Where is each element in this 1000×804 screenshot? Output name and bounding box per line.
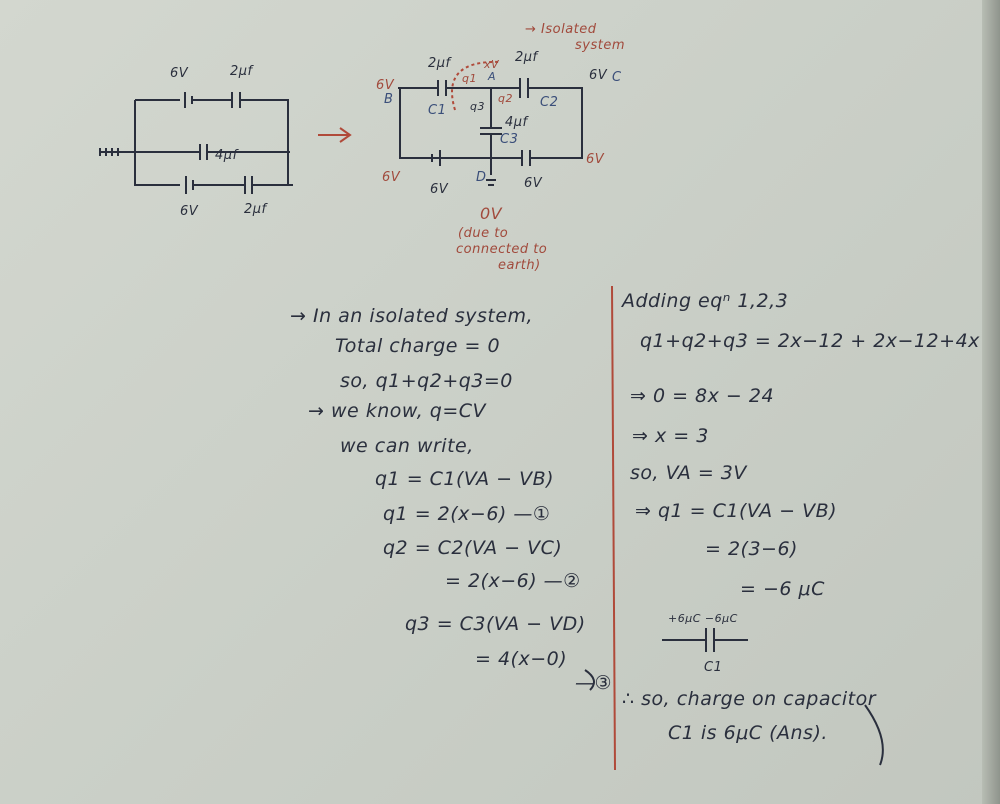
cap-label: 2μf [428,56,451,71]
solution-line: Total charge = 0 [335,335,501,357]
isolated-note: → Isolated [525,22,597,37]
node-voltage: 6V [589,68,608,83]
cap-name: C1 [428,103,447,118]
label: 6V [170,66,189,81]
solution-line: ⇒ 0 = 8x − 24 [630,385,775,407]
solution-line: = 2(3−6) [705,538,798,560]
cap-label: 2μf [515,50,538,65]
solution-line: ⇒ q1 = C1(VA − VB) [635,500,838,522]
solution-line: ⇒ x = 3 [632,425,709,447]
solution-line: → we know, q=CV [308,400,487,422]
node-label: B [384,92,394,107]
battery-label: 6V [430,182,449,197]
solution-line: so, VA = 3V [630,462,747,484]
label: 2μf [244,202,267,217]
solution-line: = 2(x−6) —② [445,570,581,592]
charge: q2 [498,92,513,105]
solution-line: Adding eqⁿ 1,2,3 [622,290,789,312]
solution-line: q3 = C3(VA − VD) [405,613,586,635]
charge: q1 [462,72,477,85]
node-voltage: 6V [376,78,395,93]
column-divider [611,285,616,771]
node-label: C [612,70,622,85]
label: 6V [180,204,199,219]
solution-line: we can write, [340,435,474,457]
solution-line: ∴ so, charge on capacitor [622,688,877,710]
node-voltage: xV [484,58,500,71]
cap-name: C3 [500,132,519,147]
solution-line: +6μC −6μC [668,612,738,625]
isolated-note: system [575,38,625,53]
ground-voltage: 0V [480,204,503,223]
label: 4μf [215,148,238,163]
solution-line: → In an isolated system, [290,305,534,327]
ground-note: connected to [456,242,548,257]
cap-label: 4μf [505,115,528,130]
solution-line: q1 = 2(x−6) —① [383,503,551,525]
solution-line: q1 = C1(VA − VB) [375,468,555,490]
page-edge [982,0,1000,804]
ground-note: (due to [458,226,509,241]
solution-line: = 4(x−0) [475,648,568,670]
capacitor-sketch [662,628,748,652]
node-label: D [476,170,487,185]
solution-line: C1 is 6μC (Ans). [668,722,828,744]
solution-line: q2 = C2(VA − VC) [383,537,563,559]
solution-line: q1+q2+q3 = 2x−12 + 2x−12+4x [640,330,980,352]
solution-line: —③ [575,672,613,694]
solution-line: C1 [704,660,723,675]
label: 2μf [230,64,253,79]
arrow-icon [318,127,352,143]
solution-line: so, q1+q2+q3=0 [340,370,513,392]
ground-note: earth) [498,258,541,273]
battery-label: 6V [524,176,543,191]
left-circuit [99,92,293,194]
solution-line: = −6 μC [740,578,825,600]
node-voltage: 6V [586,152,605,167]
node-voltage: 6V [382,170,401,185]
right-circuit [398,60,583,186]
charge: q3 [470,100,485,113]
node-label: A [488,70,497,83]
cap-name: C2 [540,95,559,110]
